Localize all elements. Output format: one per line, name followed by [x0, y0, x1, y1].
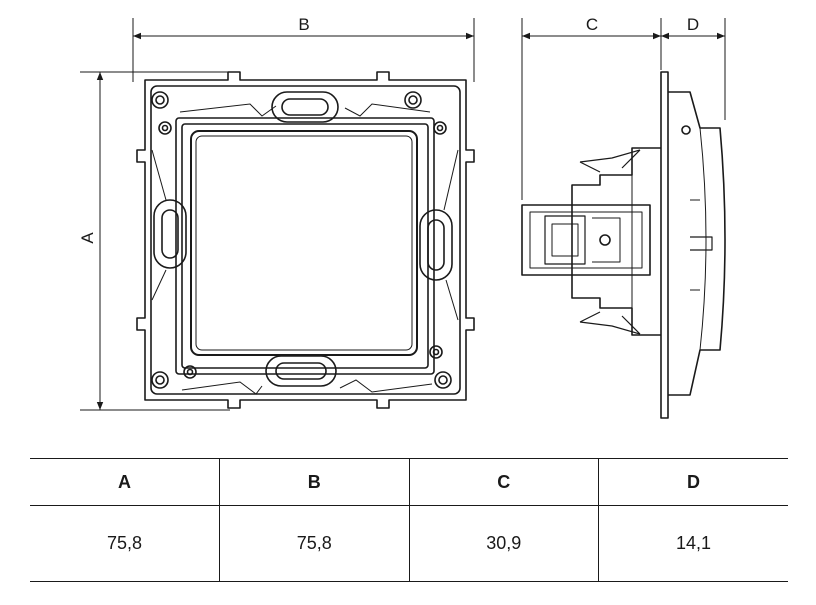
value-a: 75,8: [106, 533, 143, 553]
dimensions: [80, 18, 726, 411]
dimension-label-c: C: [586, 15, 598, 34]
header-c: C: [408, 458, 599, 506]
screw-hole: [151, 371, 169, 389]
value-c: 30,9: [408, 505, 599, 582]
header-d: D: [598, 458, 788, 506]
terminal-block: [521, 204, 651, 276]
dimension-label-a: A: [78, 232, 97, 244]
fixing-slot: [265, 355, 337, 387]
dimension-label-b: B: [298, 15, 309, 34]
fixing-slot: [153, 199, 187, 269]
rocker-key: [190, 130, 418, 356]
dimension-label-d: D: [687, 15, 699, 34]
dimensions-table: A B C D 75,8 75,8 30,9 14,1: [30, 458, 788, 582]
mounting-frame: [136, 71, 475, 409]
spring-clip: [579, 311, 641, 335]
header-a: A: [118, 471, 131, 492]
mechanism-body: [571, 147, 661, 336]
table-row: 75,8 75,8 30,9 14,1: [30, 505, 788, 582]
technical-drawing: B A C D: [78, 15, 726, 419]
fixing-slot: [419, 209, 453, 281]
table-header-row: A B C D: [30, 458, 788, 506]
value-d: 14,1: [598, 505, 788, 582]
rocker-profile: [668, 91, 726, 396]
value-b: 75,8: [219, 505, 409, 582]
screw-hole: [183, 365, 197, 379]
spring-clip: [579, 149, 641, 173]
front-view: [136, 71, 475, 409]
side-view: [521, 71, 726, 419]
fixing-slot: [271, 91, 339, 123]
screw-hole: [151, 91, 169, 109]
inner-frame: [175, 117, 435, 375]
mounting-plate: [660, 71, 669, 419]
screw-hole: [434, 371, 452, 389]
screw-hole: [429, 345, 443, 359]
screw-hole: [158, 121, 172, 135]
screw-hole: [433, 121, 447, 135]
screw-hole: [404, 91, 422, 109]
header-b: B: [219, 458, 409, 506]
